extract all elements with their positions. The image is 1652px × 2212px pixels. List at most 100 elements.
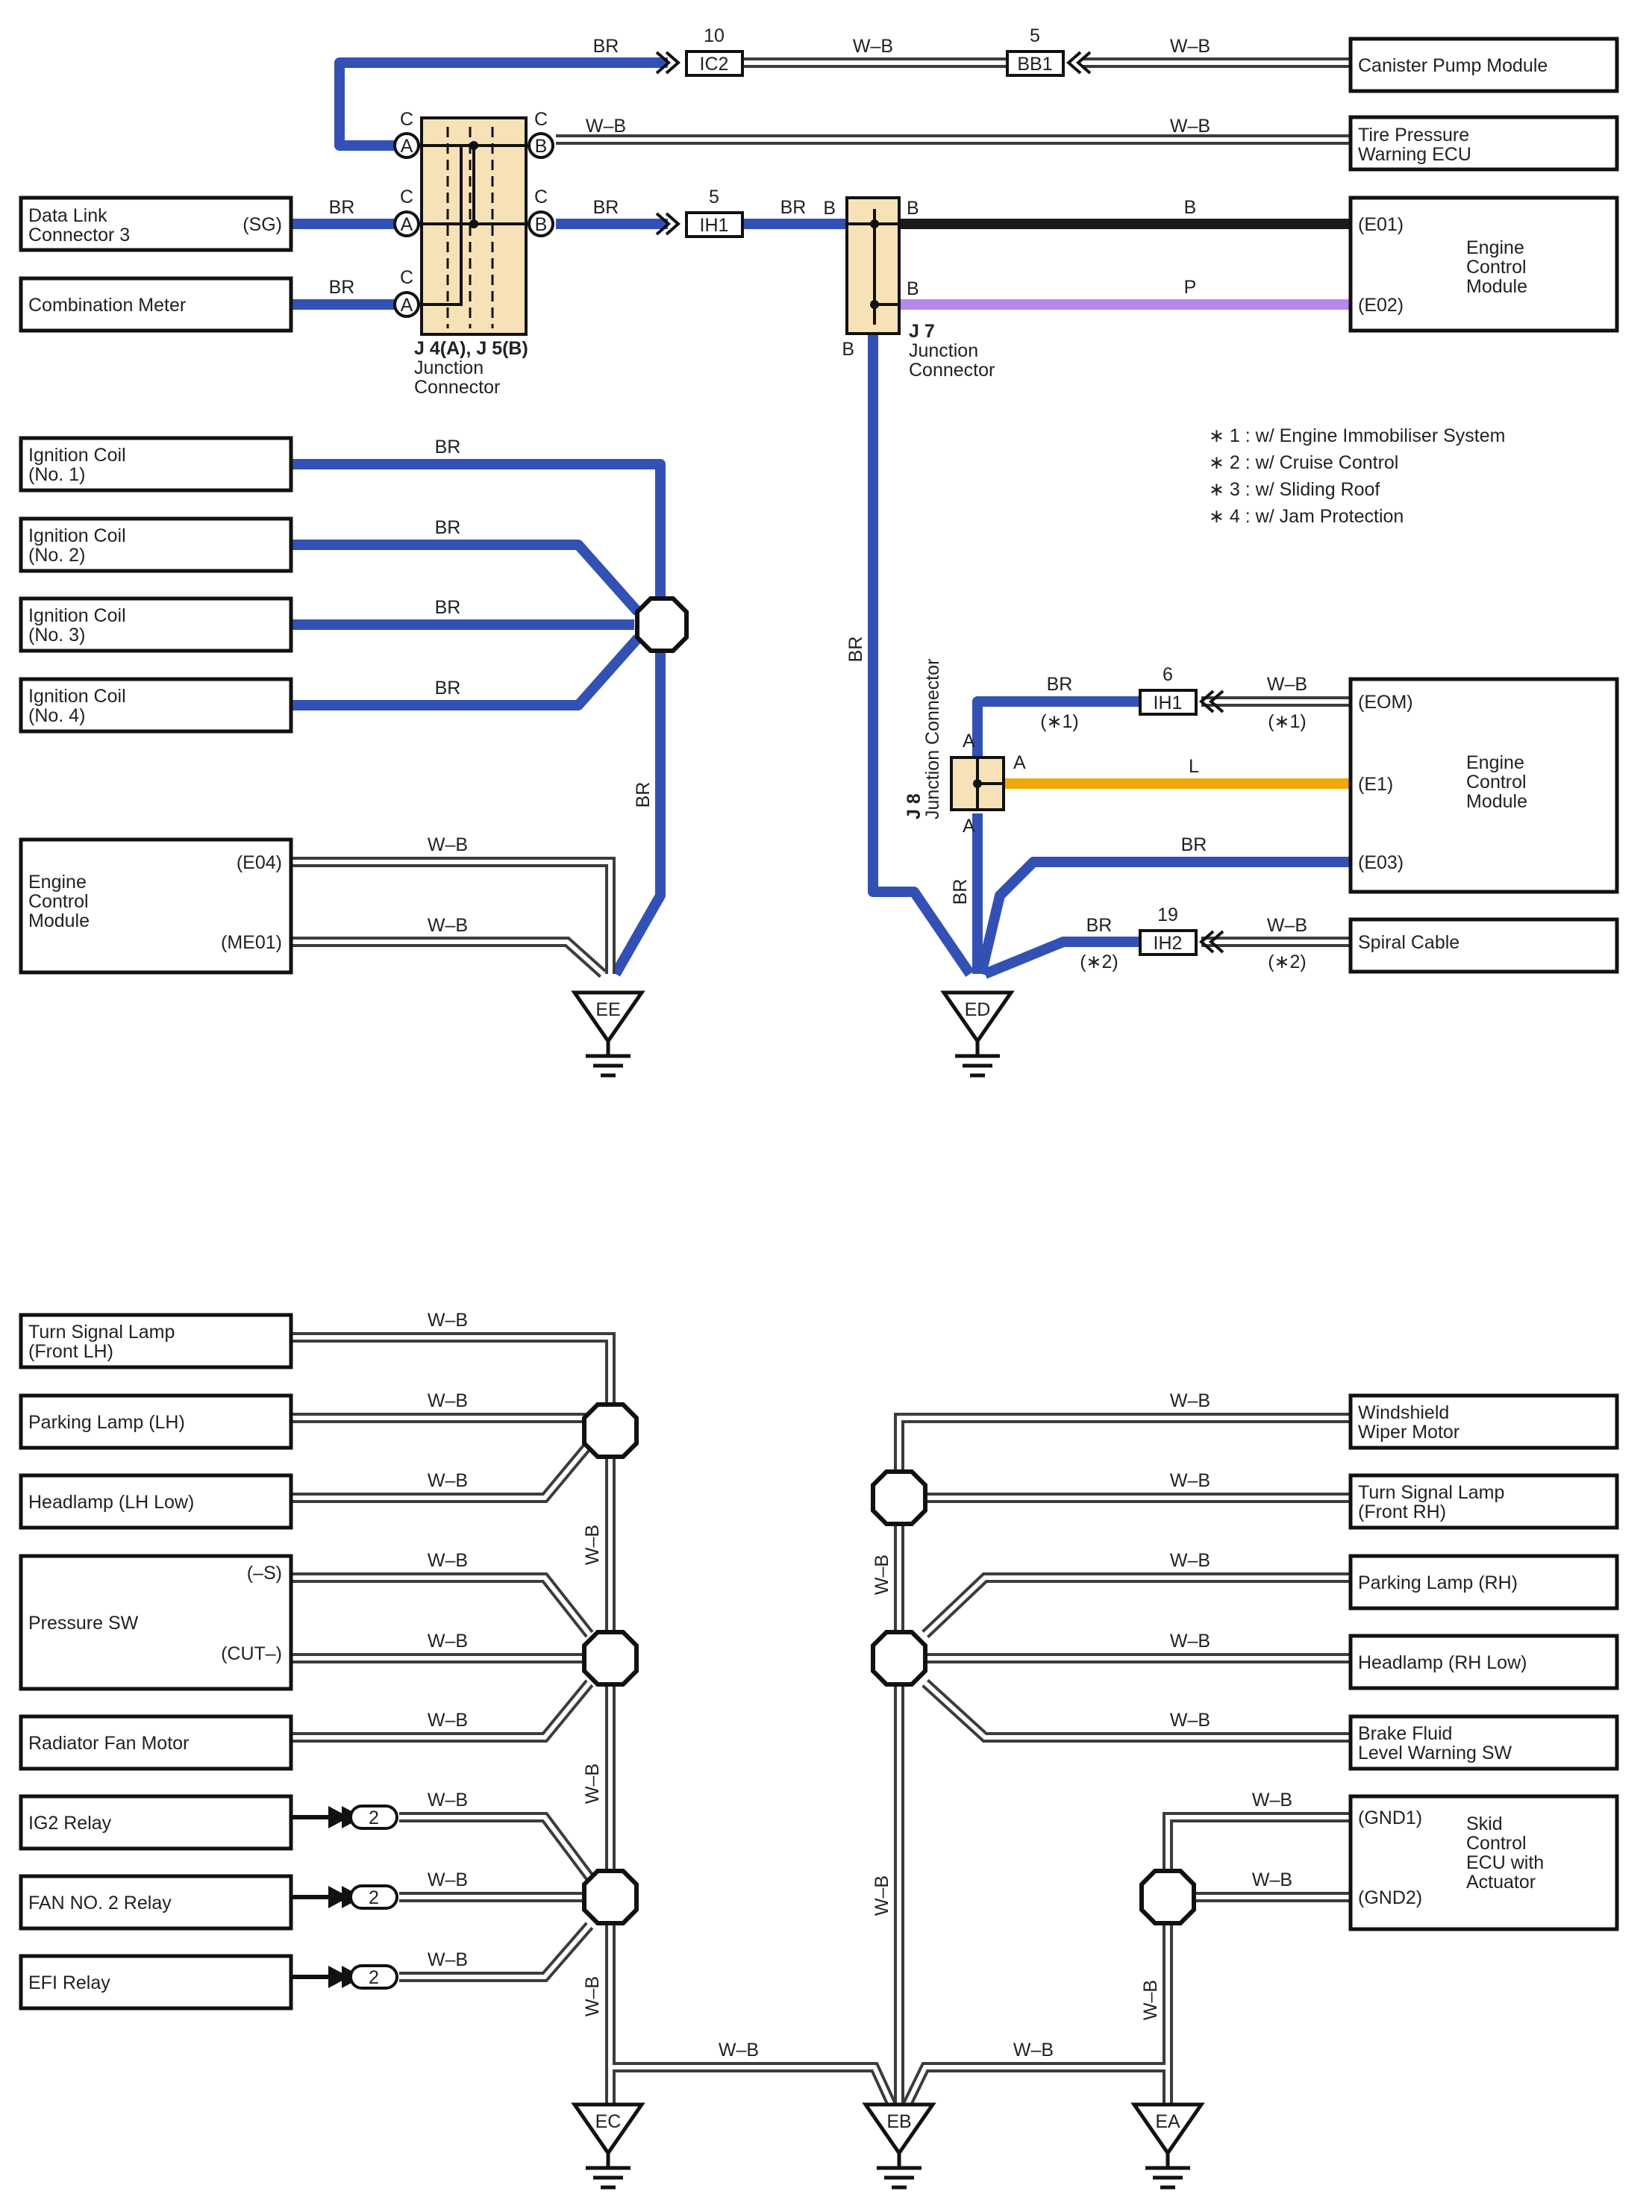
pin-ecm-e04: (E04)	[237, 852, 282, 873]
ground-ea	[1130, 2102, 1205, 2190]
label-brake-fluid-2: Level Warning SW	[1358, 1743, 1512, 1763]
connector-bb1-chevrons	[1066, 51, 1092, 75]
label-park-rh: Parking Lamp (RH)	[1358, 1572, 1518, 1593]
connector-ic2-num: 10	[704, 25, 725, 46]
pin-ecm-e1: (E1)	[1358, 774, 1393, 795]
wl-br-10: BR	[633, 782, 654, 808]
label-ecm-mid-2: Control	[1466, 772, 1527, 793]
j45-dot-2	[469, 219, 478, 228]
pin-b-2	[528, 210, 554, 237]
ground-ea-triangle	[1130, 2102, 1205, 2157]
splices	[582, 596, 1196, 1925]
label-wiper-1: Windshield	[1358, 1402, 1449, 1423]
label-ecm-mid-1: Engine	[1466, 752, 1524, 773]
j45-dashes	[446, 127, 494, 328]
splice-left-3	[582, 1869, 639, 1925]
relay-arrow-ig2	[328, 1806, 363, 1828]
j7-pin-b-right-2: B	[907, 278, 919, 299]
label-ign2-2: (No. 2)	[28, 545, 85, 566]
box-combination-meter	[19, 276, 293, 333]
wire-br-ic2-to-j4	[334, 57, 668, 151]
box-brake-fluid	[1348, 1714, 1619, 1771]
ground-ee-triangle	[571, 990, 645, 1045]
label-ign2-1: Ignition Coil	[28, 525, 126, 546]
ground-eb	[862, 2102, 936, 2190]
wl-wb-6: W–B	[1267, 915, 1307, 936]
label-ecm-left-3: Module	[28, 910, 90, 931]
label-ign1-2: (No. 1)	[28, 464, 85, 485]
wl-br-1: BR	[593, 36, 619, 57]
j8-pin-a-bottom: A	[963, 816, 975, 837]
connector-ih2-num: 19	[1157, 905, 1178, 925]
box-ign4	[19, 677, 293, 734]
splice-ignition	[635, 596, 689, 653]
j45-label-2: Junction	[414, 357, 484, 378]
j45-pins	[393, 132, 554, 318]
note-1: ∗ 1 : w/ Engine Immobiliser System	[1209, 425, 1505, 446]
relay-arrow-efi	[328, 1966, 363, 1988]
label-combination-meter: Combination Meter	[28, 295, 186, 316]
connector-ic2-box	[685, 50, 744, 77]
wl-wb-12: W–B	[428, 1550, 468, 1571]
box-ign1	[19, 436, 293, 493]
wl-wb-31: W–B	[1013, 2040, 1054, 2061]
wire-br-e03	[976, 857, 1351, 975]
pin-ecm-eom: (EOM)	[1358, 692, 1413, 713]
relay-pin-efi-num: 2	[369, 1967, 379, 1988]
wb-inner-paths	[291, 60, 1351, 2122]
j45-dot-1	[469, 141, 478, 150]
connector-bb1-num: 5	[1030, 25, 1040, 46]
ground-ec-label: EC	[595, 2111, 622, 2132]
wl-br-5: BR	[329, 277, 355, 298]
j8-label-2: Junction Connector	[922, 659, 943, 819]
option-notes: ∗ 1 : w/ Engine Immobiliser System ∗ 2 :…	[1209, 425, 1505, 527]
pin-a-3	[393, 291, 420, 318]
pin-skid-gnd2: (GND2)	[1358, 1887, 1422, 1908]
ground-ec-lines	[586, 2153, 631, 2190]
label-efi-relay: EFI Relay	[28, 1972, 110, 1993]
wl-br-3: BR	[593, 197, 619, 218]
connector-ic2: IC2 10	[655, 25, 744, 77]
connector-ih1: IH1 5	[655, 187, 744, 238]
wb-wires	[291, 57, 1351, 2124]
wl-opt-2a: (∗2)	[1080, 952, 1118, 972]
wl-wb-24: W–B	[1170, 1390, 1210, 1411]
grounds	[571, 990, 1205, 2190]
j8-pin-a-right: A	[1013, 752, 1026, 773]
relay-arrow-fan2	[328, 1886, 363, 1908]
label-turn-rh-1: Turn Signal Lamp	[1358, 1482, 1504, 1503]
label-ecm-top-2: Control	[1466, 257, 1527, 278]
ground-ee-label: EE	[595, 999, 620, 1020]
pin-a-2-label: A	[401, 214, 413, 235]
box-pressure-sw	[19, 1554, 293, 1691]
relay-connectors: 2 2 2	[291, 1805, 398, 1990]
wl-wb-1: W–B	[853, 36, 893, 57]
pin-a-2	[393, 210, 420, 237]
pin-dlc3-sg: (SG)	[243, 214, 282, 235]
label-skid-1: Skid	[1466, 1813, 1503, 1834]
box-ign2	[19, 516, 293, 573]
relay-pin-ig2	[349, 1805, 398, 1830]
component-boxes	[19, 37, 1619, 2011]
wl-wb-22: W–B	[872, 1555, 892, 1595]
label-ecm-mid-3: Module	[1466, 791, 1527, 812]
j7-dot-1	[870, 219, 879, 228]
wl-br-11: BR	[845, 637, 866, 663]
pin-ecm-e03: (E03)	[1358, 852, 1404, 873]
wl-wb-7: W–B	[428, 834, 468, 855]
connector-ic2-chevrons	[655, 51, 681, 75]
j7-pin-b-right-1: B	[907, 198, 919, 219]
junction-j4-j5: A A A B B C C C C C J 4(A), J 5(B) Junct…	[393, 109, 554, 398]
label-ign4-1: Ignition Coil	[28, 686, 126, 707]
connector-bb1-label: BB1	[1017, 54, 1052, 75]
box-wiper	[1348, 1393, 1619, 1450]
box-ign3	[19, 596, 293, 653]
label-turn-lh-1: Turn Signal Lamp	[28, 1322, 175, 1343]
connector-ih1-chevrons	[655, 212, 681, 236]
label-tire-pressure-2: Warning ECU	[1358, 144, 1471, 165]
wl-br-13: BR	[1181, 834, 1207, 855]
ground-eb-lines	[877, 2153, 922, 2190]
box-ecm-mid	[1348, 677, 1619, 894]
connector-ih1-label: IH1	[700, 215, 729, 236]
connector-ih2-chevrons	[1198, 930, 1224, 954]
